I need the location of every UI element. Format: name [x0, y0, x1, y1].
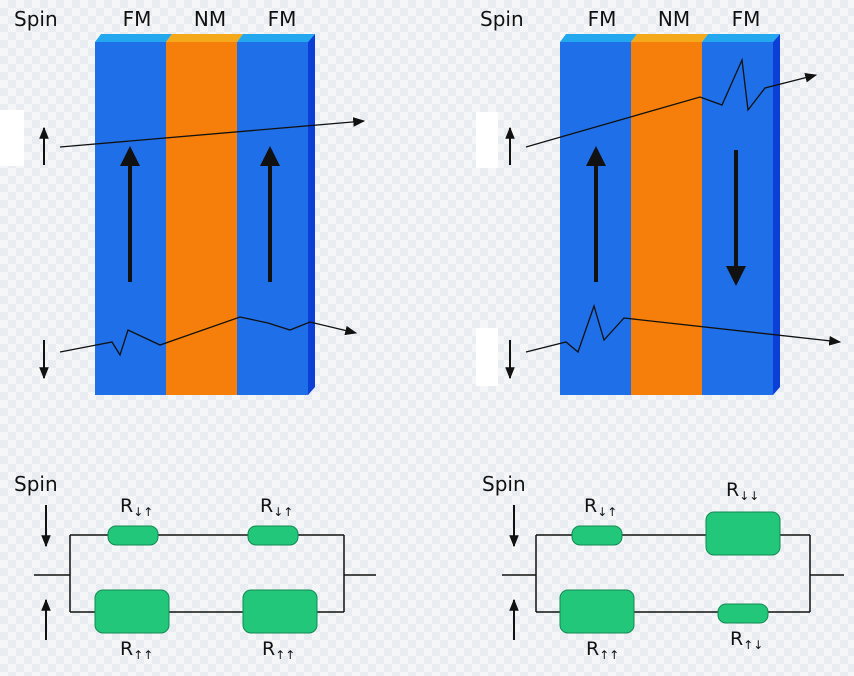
resistor-small: [571, 525, 623, 546]
nonmagnet-layer: [166, 42, 237, 395]
ferromagnet-layer-2: [237, 42, 308, 395]
resistor-label: R↑↓: [730, 628, 763, 652]
spin-marker: [0, 110, 24, 166]
spin-label: Spin: [14, 7, 58, 31]
spin-label: Spin: [482, 472, 526, 496]
layer-label-fm-2: FM: [732, 7, 761, 31]
antiparallel-circuit: Spin R↓↑ R↓↓ R↑↑ R↑↓: [482, 472, 844, 662]
layer-label-nm: NM: [658, 7, 690, 31]
circuit-wires: [34, 534, 376, 613]
layer-label-nm: NM: [194, 7, 226, 31]
resistor-label: R↓↑: [260, 495, 293, 519]
layer-label-fm-1: FM: [123, 7, 152, 31]
resistor-small: [717, 603, 769, 624]
antiparallel-panel: Spin FM NM FM: [476, 7, 842, 395]
parallel-circuit: Spin R↓↑ R↓↑ R↑↑ R↑↑: [14, 472, 376, 662]
resistor-label: R↑↑: [262, 638, 295, 662]
nonmagnet-layer: [631, 42, 702, 395]
spin-down-electron-path: [59, 316, 358, 357]
resistor-label: R↓↑: [584, 495, 617, 519]
resistor-small: [247, 525, 299, 546]
layer-label-fm-2: FM: [268, 7, 297, 31]
spin-label: Spin: [480, 7, 524, 31]
resistor-large: [559, 589, 635, 634]
spin-up-electron-path: [525, 57, 818, 148]
resistor-large: [94, 589, 170, 634]
resistor-small: [107, 525, 159, 546]
resistor-label: R↓↓: [726, 479, 759, 503]
resistor-large: [705, 511, 781, 556]
resistor-label: R↓↑: [120, 495, 153, 519]
spin-down-electron-path: [525, 303, 842, 354]
circuit-wires: [502, 534, 844, 613]
resistor-label: R↑↑: [586, 638, 619, 662]
spin-up-electron-path: [59, 117, 366, 148]
spin-marker: [476, 328, 498, 386]
trilayer-stack: [95, 34, 315, 395]
spin-marker: [476, 112, 498, 168]
trilayer-stack: [560, 34, 780, 395]
parallel-panel: Spin FM NM FM: [0, 7, 366, 395]
spin-label: Spin: [14, 472, 58, 496]
resistor-label: R↑↑: [120, 638, 153, 662]
resistor-large: [242, 589, 318, 634]
layer-label-fm-1: FM: [588, 7, 617, 31]
